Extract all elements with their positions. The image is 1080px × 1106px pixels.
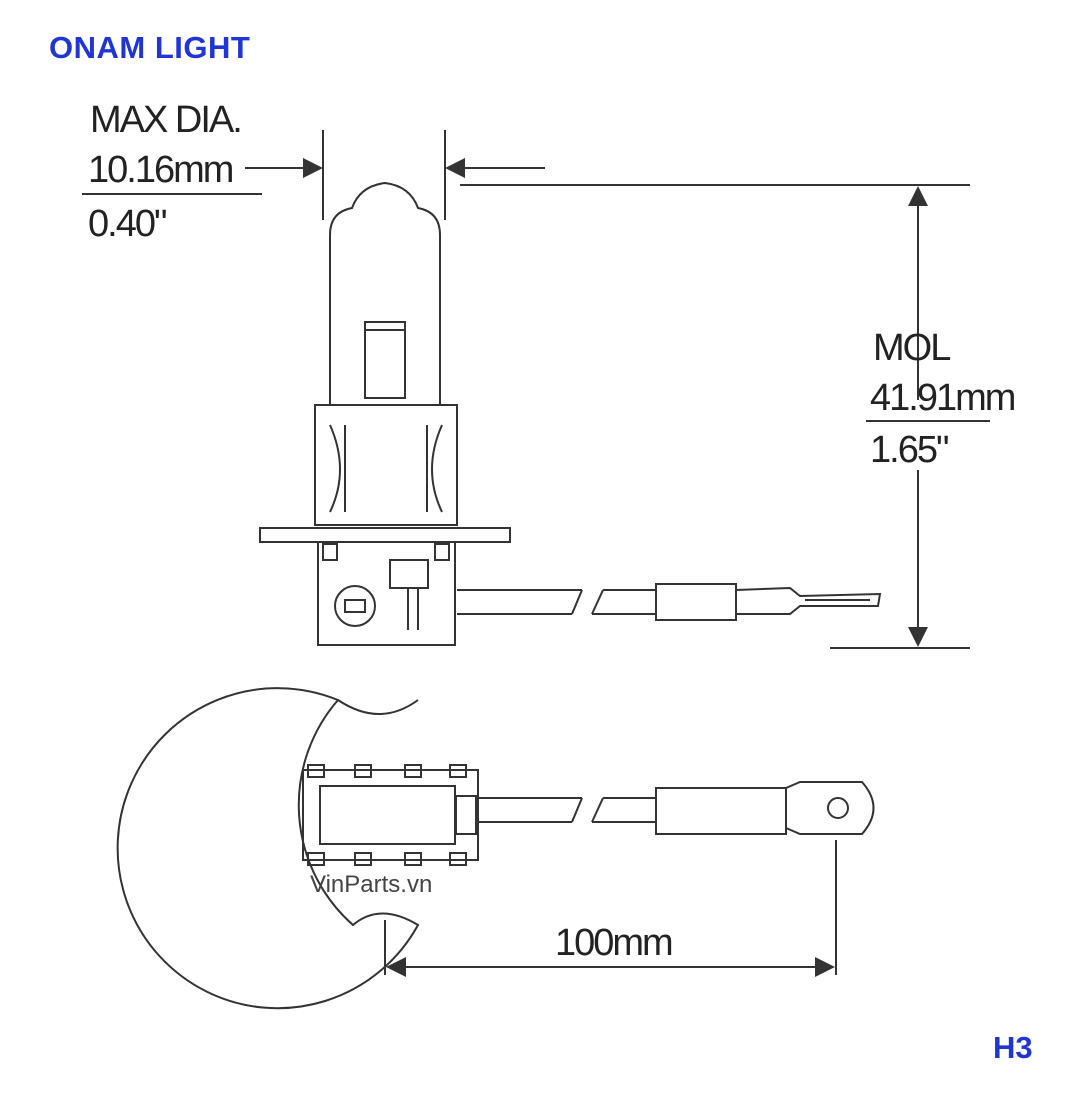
brand-title: ONAM LIGHT bbox=[49, 30, 251, 65]
max-dia-label: MAX DIA. bbox=[90, 99, 241, 141]
lead-length-label: 100mm bbox=[555, 922, 672, 964]
bulb-side-view bbox=[259, 181, 882, 646]
max-dia-inch: 0.40" bbox=[88, 203, 166, 245]
mol-dimension bbox=[460, 184, 990, 649]
max-dia-dimension bbox=[82, 130, 545, 220]
bulb-bottom-view bbox=[116, 687, 875, 1010]
mol-label: MOL bbox=[873, 327, 950, 369]
lead-length-dimension bbox=[384, 840, 837, 977]
watermark: VinParts.vn bbox=[310, 871, 432, 898]
mol-mm: 41.91mm bbox=[870, 377, 1015, 419]
mol-inch: 1.65" bbox=[870, 429, 948, 471]
max-dia-mm: 10.16mm bbox=[88, 149, 233, 191]
model-label: H3 bbox=[993, 1030, 1033, 1065]
